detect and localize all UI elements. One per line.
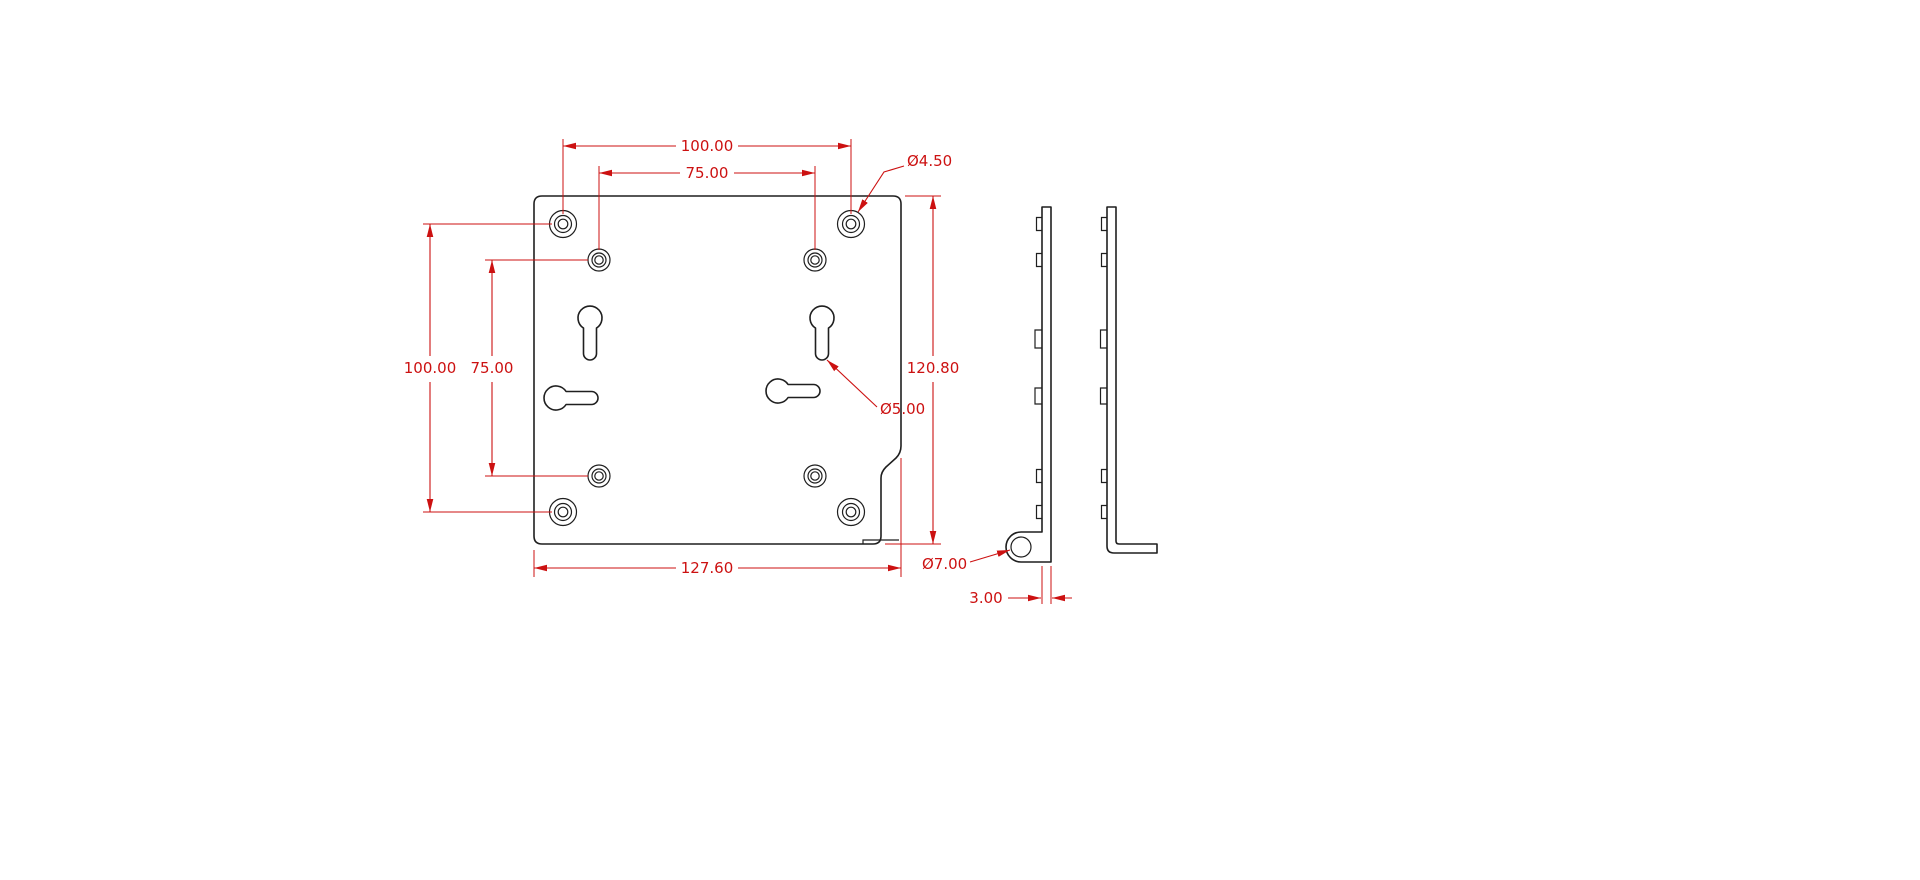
dim-thickness: 3.00 bbox=[969, 566, 1072, 607]
side-keyhole-hooks bbox=[1034, 329, 1042, 405]
side-profile-flange-outline bbox=[1106, 206, 1158, 554]
side2-standoff-bumps bbox=[1100, 216, 1107, 520]
dim-label-corner-hole-dia: Ø4.50 bbox=[907, 152, 952, 170]
corner-hole-bottom-right bbox=[836, 497, 866, 527]
dim-label-left-inner: 75.00 bbox=[471, 359, 514, 377]
front-view-plate bbox=[533, 195, 902, 545]
dim-bottom-width: 127.60 bbox=[533, 458, 902, 577]
dim-label-top-inner: 75.00 bbox=[686, 164, 729, 182]
leader-line bbox=[857, 165, 905, 213]
plate-bend-line bbox=[862, 539, 899, 544]
dim-label-top-outer: 100.00 bbox=[681, 137, 734, 155]
keyhole-horizontal-left bbox=[543, 385, 599, 411]
side-tab-hole bbox=[1010, 536, 1032, 558]
side-view-right bbox=[1099, 206, 1158, 554]
side-standoff-bumps bbox=[1035, 216, 1042, 520]
vesa75-hole-bottom-right bbox=[803, 464, 827, 488]
dim-label-tab-hole-dia: Ø7.00 bbox=[922, 555, 967, 573]
dim-left-outer: 100.00 bbox=[404, 223, 552, 513]
side-profile-outline bbox=[1005, 206, 1052, 563]
leader-line bbox=[826, 359, 878, 408]
dim-label-thickness: 3.00 bbox=[969, 589, 1002, 607]
dim-label-bottom-width: 127.60 bbox=[681, 559, 734, 577]
dim-label-keyhole-dia: Ø5.00 bbox=[880, 400, 925, 418]
extension-line bbox=[562, 139, 852, 214]
callout-tab-hole-dia: Ø7.00 bbox=[922, 549, 1011, 573]
extension-line bbox=[1041, 566, 1052, 604]
dim-left-inner: 75.00 bbox=[471, 259, 588, 477]
dim-top-inner: 75.00 bbox=[598, 164, 816, 250]
extension-line bbox=[598, 166, 816, 250]
keyhole-vertical-right bbox=[809, 305, 835, 361]
side2-keyhole-hooks bbox=[1099, 329, 1107, 405]
dim-right-height: 120.80 bbox=[885, 195, 960, 545]
dim-top-outer: 100.00 bbox=[562, 137, 852, 214]
keyhole-vertical-left bbox=[577, 305, 603, 361]
extension-line bbox=[423, 223, 552, 513]
plate-outline bbox=[533, 195, 902, 545]
extension-line bbox=[485, 259, 588, 477]
dim-label-right-height: 120.80 bbox=[907, 359, 960, 377]
dim-label-left-outer: 100.00 bbox=[404, 359, 457, 377]
side-view-left bbox=[1005, 206, 1052, 563]
leader-line bbox=[969, 549, 1011, 563]
callout-corner-hole-dia: Ø4.50 bbox=[857, 152, 952, 213]
callout-keyhole-dia: Ø5.00 bbox=[826, 359, 925, 418]
keyhole-horizontal-right bbox=[765, 378, 821, 404]
extension-line bbox=[533, 458, 902, 577]
